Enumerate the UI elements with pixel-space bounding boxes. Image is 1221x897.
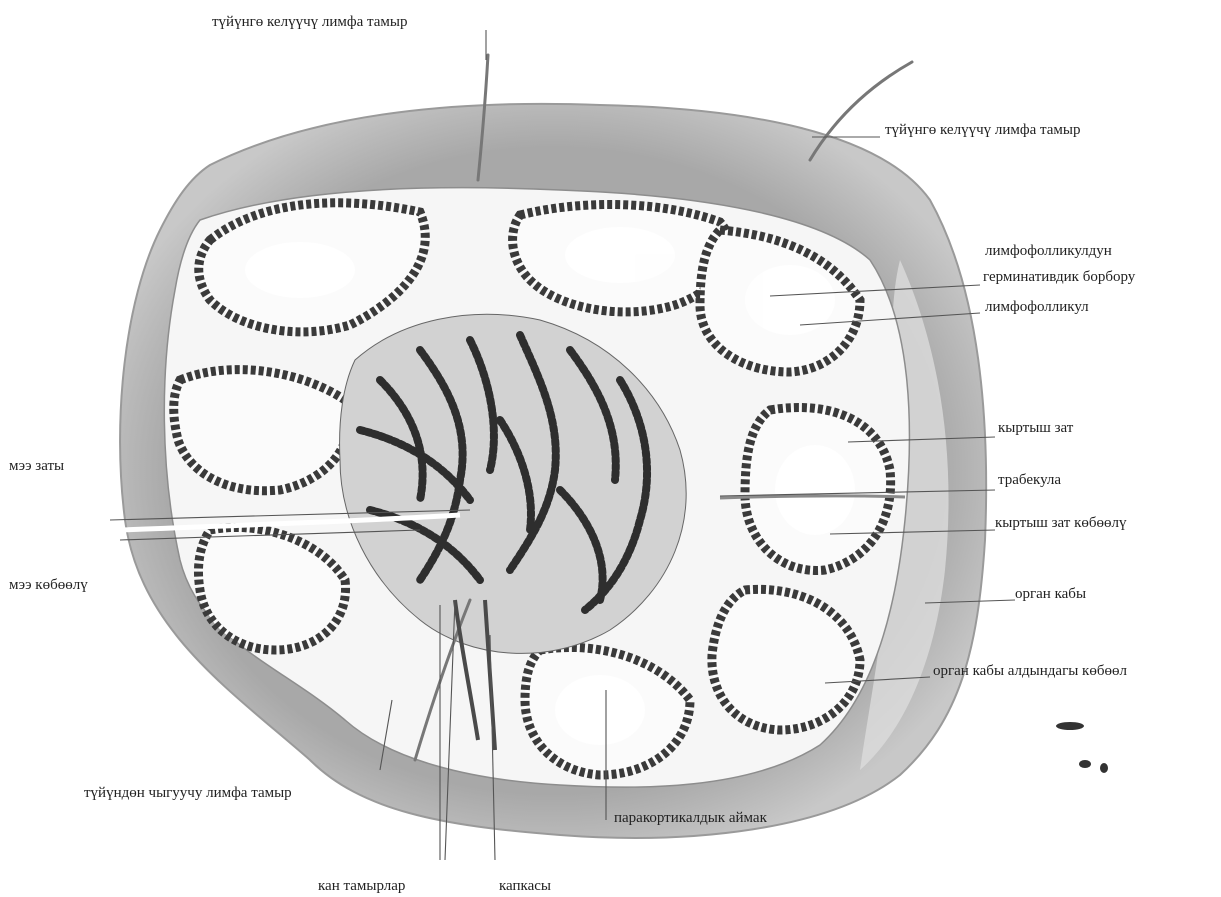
label-trabecula: трабекула <box>998 472 1061 488</box>
label-medullary-sinus: мээ көбөөлү <box>9 577 88 593</box>
label-cortical-sinus: кыртыш зат көбөөлү <box>995 515 1127 531</box>
label-follicle: лимфофолликул <box>985 299 1089 315</box>
label-germinal-center-1: лимфофолликулдун <box>985 243 1112 259</box>
label-blood-vessels: кан тамырлар <box>318 878 405 894</box>
label-afferent-right: түйүнгө келүүчү лимфа тамыр <box>885 122 1080 138</box>
label-efferent: түйүндөн чыгуучу лимфа тамыр <box>84 785 292 801</box>
debris-speckles <box>1056 722 1108 773</box>
label-capsule: орган кабы <box>1015 586 1086 602</box>
label-subcapsular-sinus: орган кабы алдындагы көбөөл <box>933 663 1127 679</box>
label-medulla: мээ заты <box>9 458 64 474</box>
label-cortex: кыртыш зат <box>998 420 1074 436</box>
label-afferent-top: түйүнгө келүүчү лимфа тамыр <box>212 14 407 30</box>
label-germinal-center-2: герминативдик борбору <box>983 269 1136 285</box>
label-paracortical: паракортикалдык аймак <box>614 810 768 826</box>
label-hilum: капкасы <box>499 878 551 894</box>
